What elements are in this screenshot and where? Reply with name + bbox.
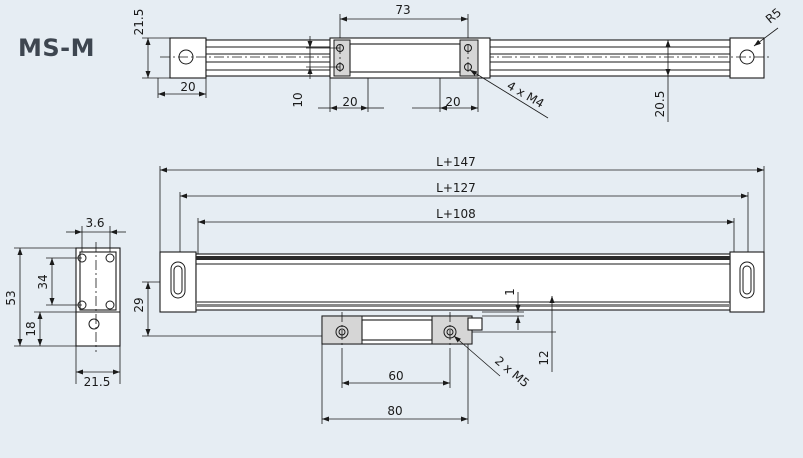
screw-hole — [464, 63, 472, 71]
dim-hole-height: 34 — [36, 274, 50, 289]
dim-gap: 1 — [503, 288, 517, 296]
dim-end-block-width: 20 — [180, 80, 195, 94]
model-title: MS-M — [18, 34, 96, 62]
right-end-block — [729, 37, 765, 79]
front-left-end-block — [159, 251, 197, 313]
dim-carriage-hole-right: 20 — [445, 95, 460, 109]
label-radius: R5 — [763, 5, 784, 26]
dim-top-height-left: 21.5 — [132, 9, 146, 36]
dim-carriage-drop: 12 — [537, 350, 551, 365]
left-end-block — [169, 37, 207, 79]
dim-top-height-right: 20.5 — [653, 91, 667, 118]
dim-carriage-width: 80 — [387, 404, 402, 418]
dim-mount-length: L+127 — [436, 181, 476, 195]
dim-mount-height: 29 — [132, 297, 146, 312]
dim-carriage-hole-left: 20 — [342, 95, 357, 109]
dim-overall-height: 53 — [4, 290, 18, 305]
dim-hole-offset: 10 — [291, 92, 305, 107]
screw-hole — [105, 253, 115, 263]
dim-slot-height: 18 — [24, 321, 38, 336]
dim-hole-width: 3.6 — [85, 216, 104, 230]
label-screws-m5: 2 x M5 — [492, 354, 532, 391]
end-view: 3.6 53 34 18 21.5 — [4, 216, 126, 389]
dim-measuring-length: L+108 — [436, 207, 476, 221]
dim-end-width: 21.5 — [84, 375, 111, 389]
dim-carriage-span: 73 — [395, 3, 410, 17]
screw-hole — [88, 318, 100, 330]
scale-rail-front — [195, 253, 731, 311]
dim-carriage-holes: 60 — [388, 369, 403, 383]
right-slot — [739, 261, 755, 299]
front-view: L+147 L+127 L+108 — [132, 155, 765, 424]
screw-hole — [464, 44, 472, 52]
front-right-end-block — [729, 251, 765, 313]
label-screws-m4: 4 x M4 — [505, 78, 547, 110]
left-slot — [170, 261, 186, 299]
top-view: 21.5 20 73 10 20 — [132, 3, 784, 122]
dim-overall-length: L+147 — [436, 155, 476, 169]
screw-hole — [105, 300, 115, 310]
